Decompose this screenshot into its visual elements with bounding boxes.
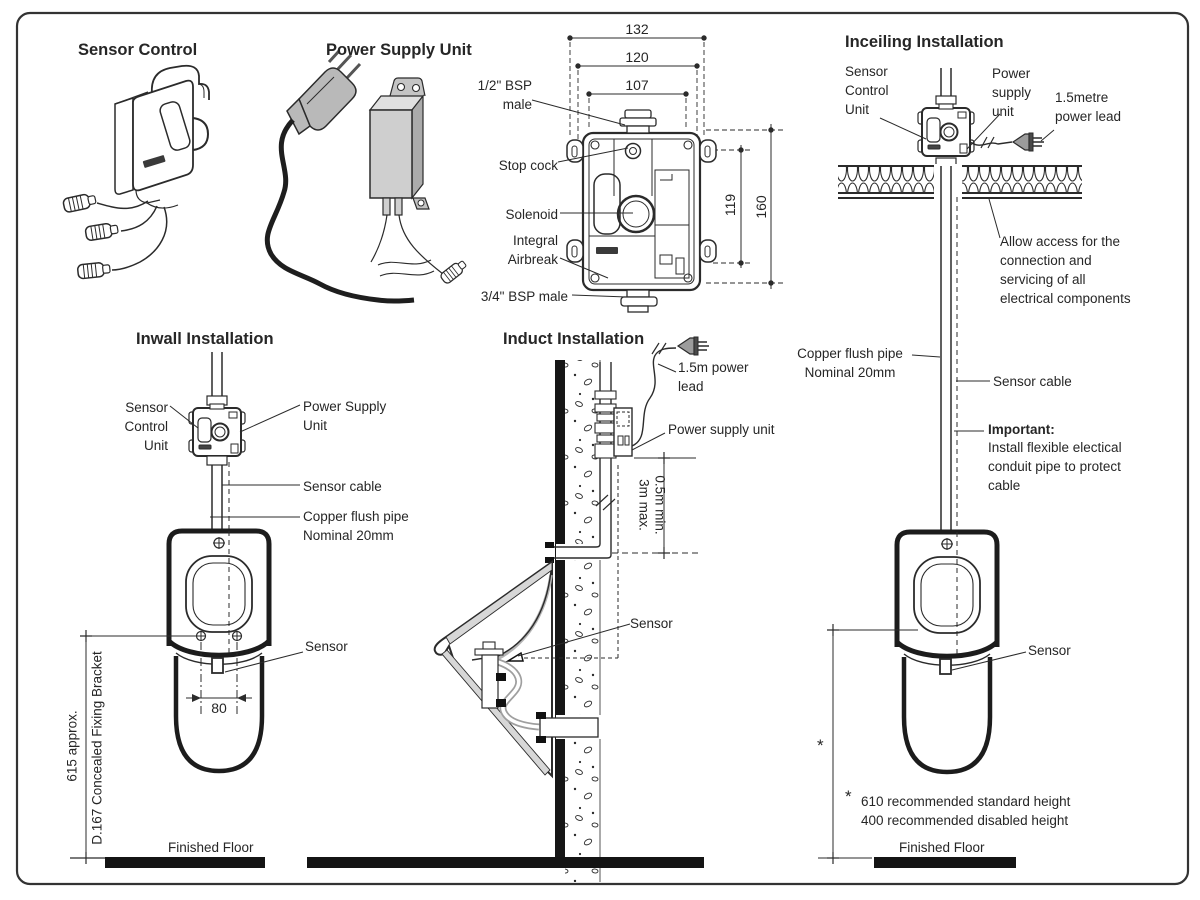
inwall-copper-flush-pipe: Copper flush pipe Nominal 20mm [303, 509, 409, 544]
finished-floor-bar-induct [307, 857, 704, 868]
dim-615: 615 approx. [64, 710, 80, 782]
inceiling-drawing [838, 68, 1082, 532]
allow-access-note: Allow access for the connection and serv… [1000, 234, 1131, 307]
dim-80: 80 [211, 700, 227, 716]
valve-assembly-drawing [531, 35, 783, 313]
induct-title: Induct Installation [503, 330, 645, 348]
sensor-control-title: Sensor Control [78, 41, 198, 59]
sensor-cable-right: Sensor cable [993, 374, 1072, 389]
wall-face [555, 360, 565, 857]
induct-power-supply-unit: Power supply unit [668, 422, 775, 437]
dim-star: * [817, 736, 824, 755]
label-solenoid: Solenoid [505, 207, 558, 222]
power-supply-title: Power Supply Unit [326, 41, 472, 59]
inceiling-sensor-control-unit: Sensor Control Unit [845, 64, 889, 118]
label-stop-cock: Stop cock [498, 158, 558, 173]
inceiling-title: Inceiling Installation [845, 33, 1004, 51]
inwall-title: Inwall Installation [136, 330, 274, 348]
inceiling-power-lead: 1.5metre power lead [1055, 90, 1122, 125]
inwall-sensor-control-unit: Sensor Control Unit [124, 400, 168, 454]
induct-sensor-label: Sensor [630, 616, 673, 631]
sensor-control-drawing [61, 64, 210, 280]
bracket-label: D.167 Concealed Fixing Bracket [89, 651, 105, 845]
inwall-drawing [70, 352, 304, 868]
induct-power-lead: 1.5m power lead [678, 360, 749, 395]
caroma-logo [596, 247, 618, 254]
dim-119: 119 [722, 193, 738, 217]
important-body: Install flexible electical conduit pipe … [988, 440, 1122, 494]
dim-120: 120 [625, 49, 649, 65]
label-bsp-three-quarter: 3/4" BSP male [480, 289, 568, 304]
inwall-power-supply-unit: Power Supply Unit [303, 399, 387, 434]
dim-05m-min: 0.5m min. [652, 475, 668, 535]
inceiling-power-supply-unit: Power supply unit [992, 66, 1032, 120]
finished-floor-right: Finished Floor [899, 840, 985, 855]
page-border [15, 11, 1190, 886]
dim-132: 132 [625, 21, 649, 37]
power-supply-drawing [264, 49, 469, 304]
footnote-line1: 610 recommended standard height [861, 794, 1071, 809]
footnote-marker: * [845, 787, 852, 806]
label-integral-airbreak: Integral Airbreak [507, 233, 558, 268]
induct-drawing [307, 336, 710, 882]
dim-107: 107 [625, 77, 649, 93]
finished-floor-bar-left [105, 857, 265, 868]
inwall-sensor-cable: Sensor cable [303, 479, 382, 494]
label-bsp-half: 1/2" BSP male [477, 78, 532, 113]
copper-flush-pipe-right: Copper flush pipe Nominal 20mm [797, 346, 903, 381]
finished-floor-bar-right [874, 857, 1016, 868]
dim-160: 160 [753, 195, 769, 219]
finished-floor-left: Finished Floor [168, 840, 254, 855]
inceiling-lower-drawing [818, 354, 1027, 868]
sensor-label-right: Sensor [1028, 643, 1071, 658]
footnote-line2: 400 recommended disabled height [861, 813, 1069, 828]
inwall-sensor-label: Sensor [305, 639, 348, 654]
important-title: Important: [988, 422, 1055, 437]
dim-3m-max: 3m max. [636, 479, 652, 531]
